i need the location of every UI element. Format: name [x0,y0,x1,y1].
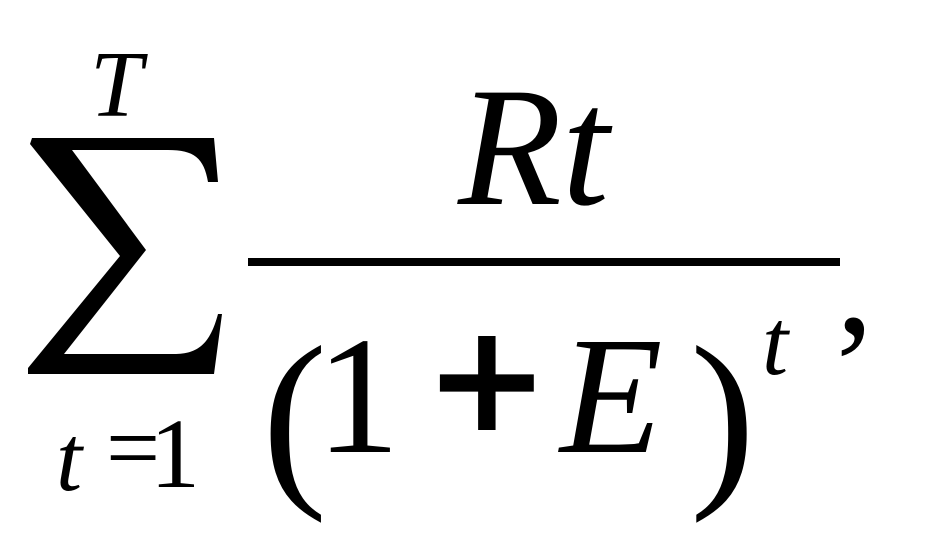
fraction-numerator: Rt [458,53,610,241]
sum-upper-limit: T [90,33,143,137]
denominator-open-paren: ( [262,307,328,524]
sum-lower-variable: t [56,407,83,511]
denominator-exponent: t [762,291,789,395]
sum-lower-equals: = [106,394,161,501]
sum-lower-value: 1 [150,398,200,509]
summation-sigma-icon [28,138,222,374]
fraction-bar [248,258,840,266]
denominator-plus-sign: + [424,292,550,466]
trailing-comma: , [836,200,874,366]
denominator-close-paren: ) [690,307,756,524]
denominator-variable: E [560,303,663,489]
denominator-one: 1 [316,303,400,489]
